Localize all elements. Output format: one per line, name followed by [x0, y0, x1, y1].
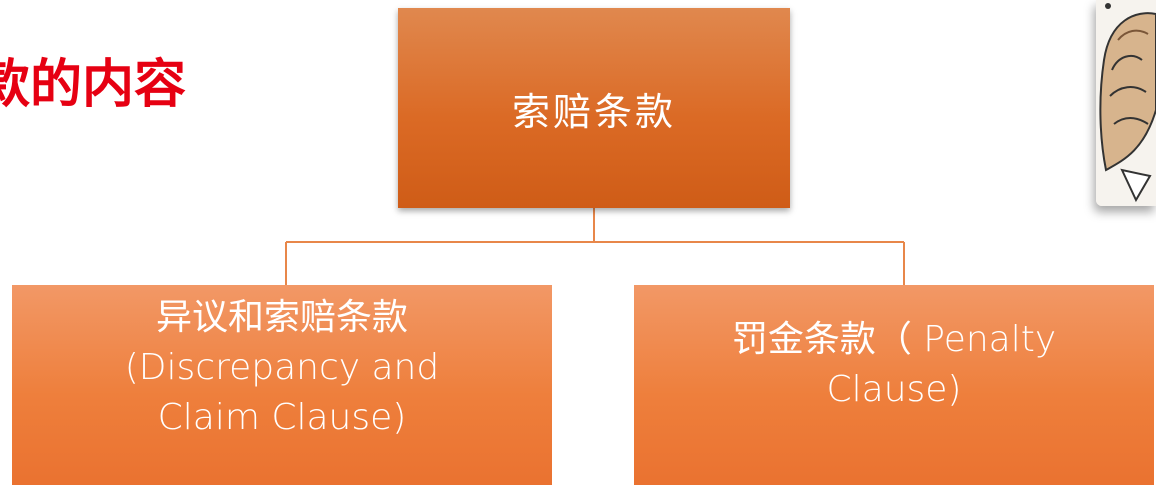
child-node-penalty: 罚金条款（ Penalty Clause): [634, 285, 1154, 485]
child-node-label: 罚金条款（ Penalty Clause): [731, 319, 1057, 410]
child-node-label: 异议和索赔条款 (Discrepancy and Claim Clause): [124, 297, 440, 438]
root-node: 索赔条款: [398, 8, 790, 208]
root-node-label: 索赔条款: [511, 89, 676, 134]
slide-title: 款的内容: [0, 55, 187, 115]
child-node-discrepancy-claim: 异议和索赔条款 (Discrepancy and Claim Clause): [12, 285, 552, 485]
cartoon-hand-image: [1096, 0, 1156, 206]
